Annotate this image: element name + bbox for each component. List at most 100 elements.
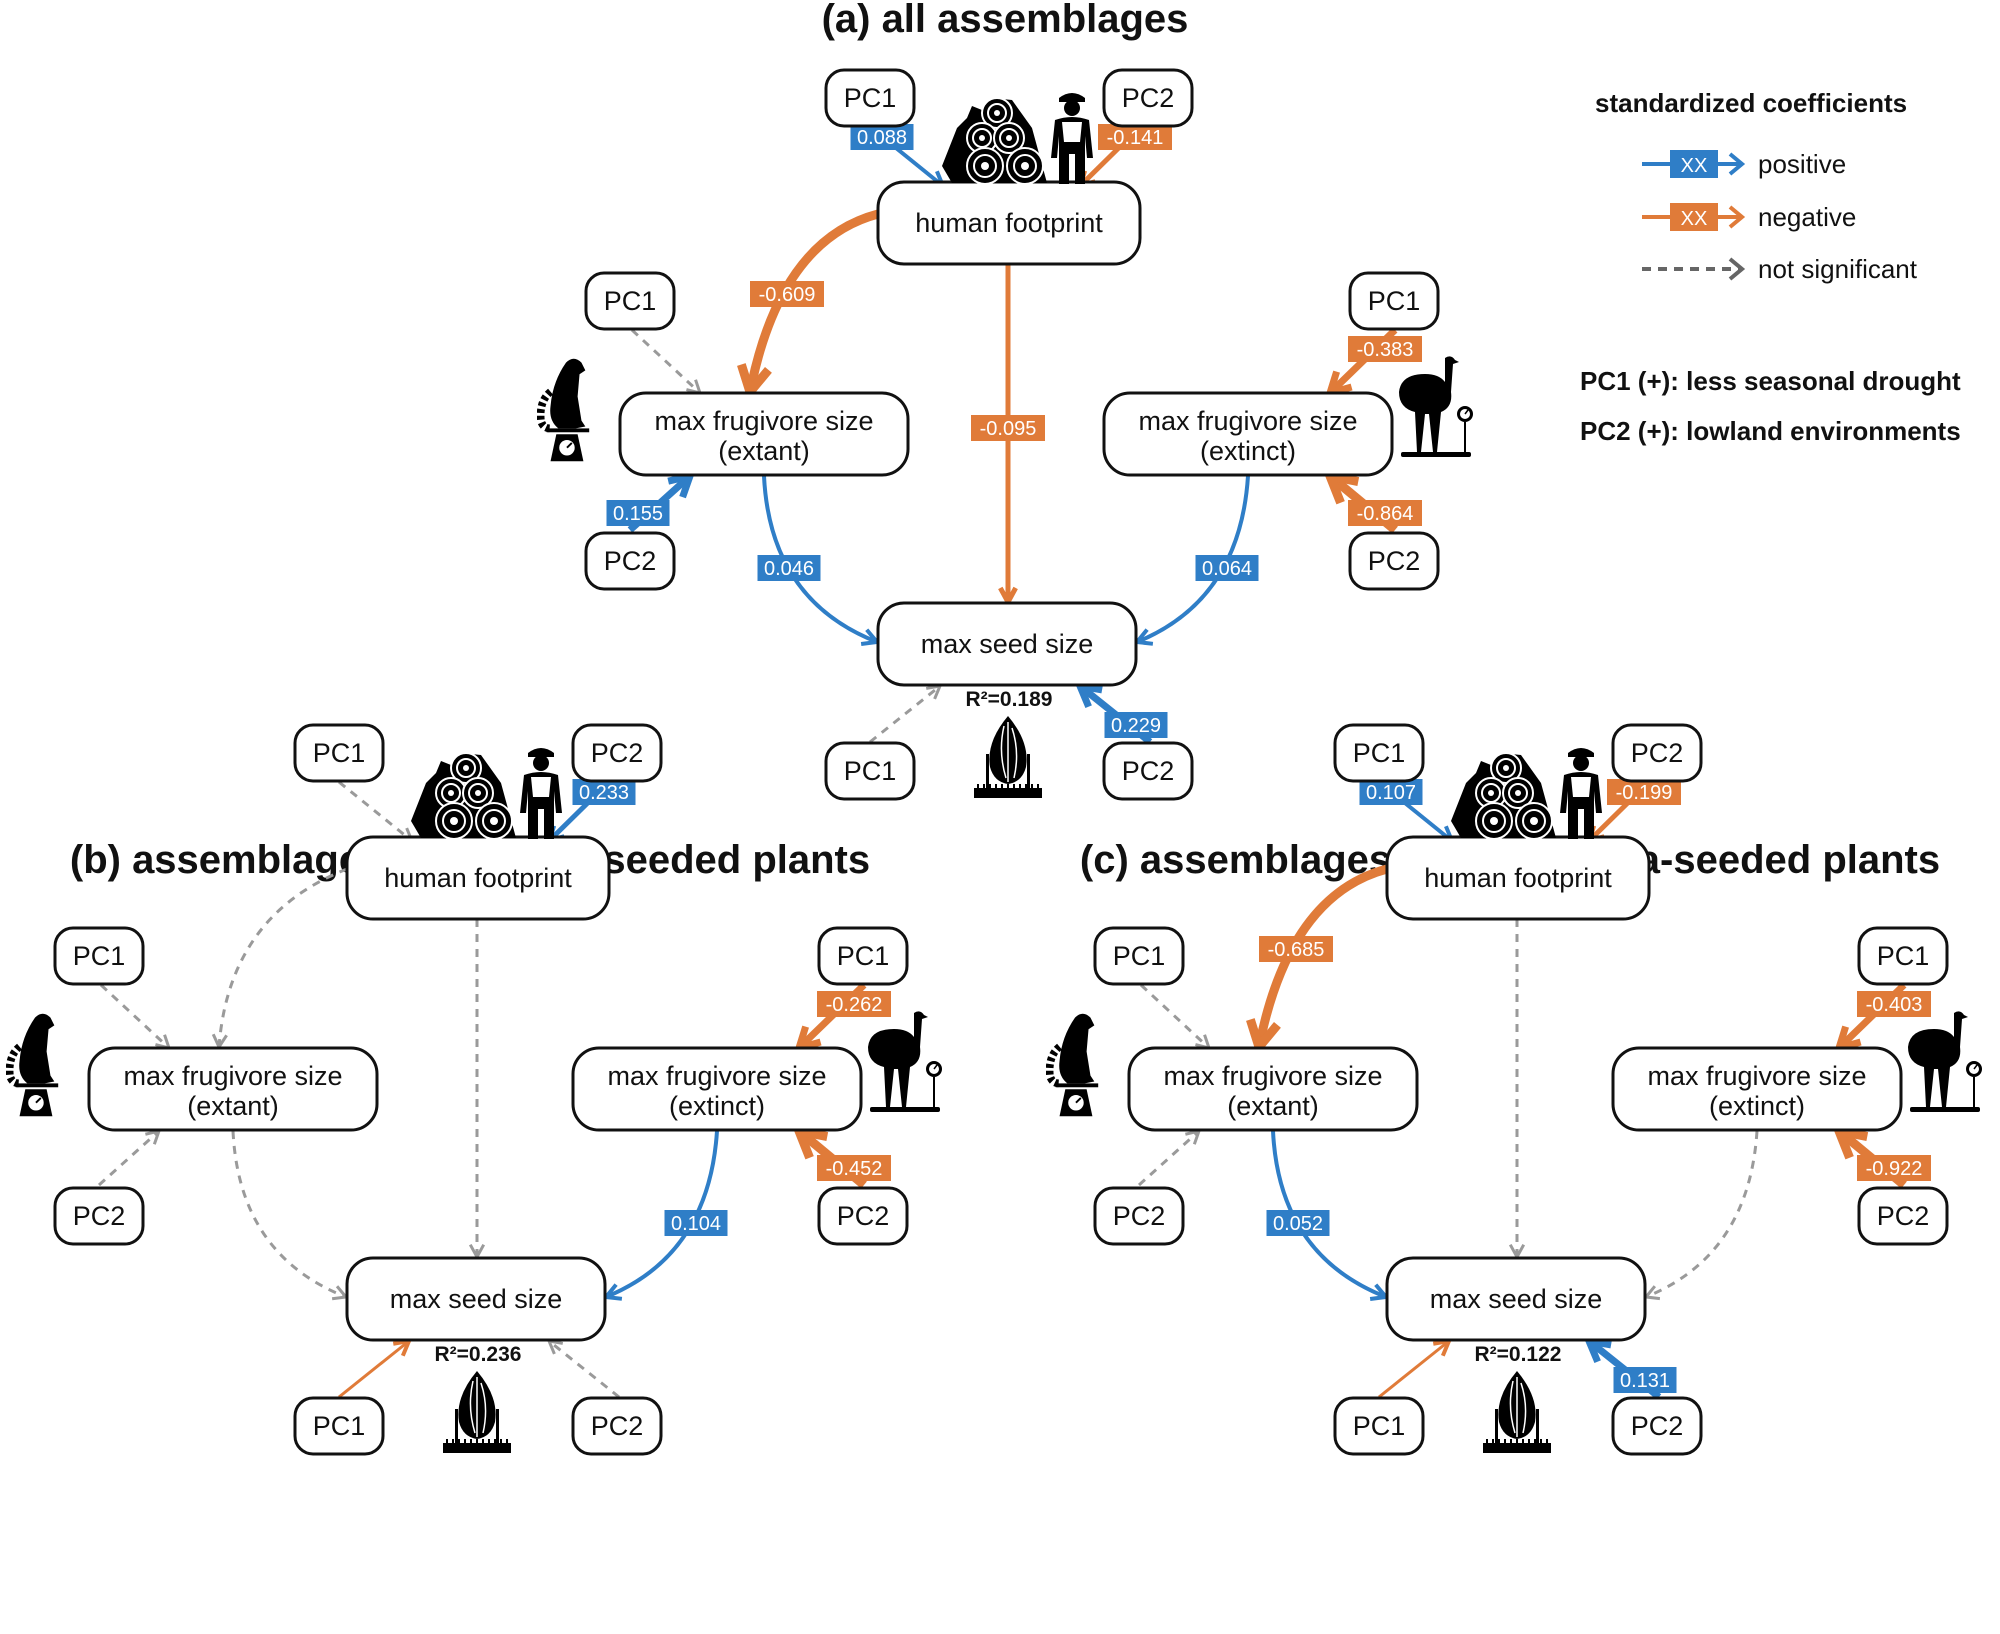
pc-node-pc1-seed: PC1: [293, 1396, 385, 1456]
pc-node-pc2-seed: PC2: [1611, 1396, 1703, 1456]
pc-node-pc1-extant: PC1: [1093, 926, 1185, 986]
path-pc2-to-seed: [546, 1339, 620, 1399]
path-line: [1137, 1129, 1201, 1187]
path-pc2-to-seed: 0.229: [1074, 681, 1168, 745]
path-pc2-to-extinct: -0.922: [1831, 1125, 1931, 1189]
path-pc1-to-extant: [1139, 983, 1212, 1051]
pc-label: PC1: [1368, 286, 1421, 316]
path-line: [217, 867, 348, 1048]
coefficient-value: -0.383: [1357, 339, 1414, 361]
path-extinct-to-seed: 0.064: [1133, 475, 1259, 646]
node-frugivore-extinct: max frugivore size(extinct): [1611, 1046, 1903, 1132]
coefficient-value: -0.262: [826, 994, 883, 1016]
coefficient-value: -0.403: [1866, 994, 1923, 1016]
pc-node-pc1-extinct: PC1: [817, 926, 909, 986]
coefficient-value: -0.685: [1268, 939, 1325, 961]
pc-node-pc1-human: PC1: [824, 68, 916, 128]
node-label: max seed size: [390, 1284, 563, 1314]
node-label-line1: max frugivore size: [1138, 406, 1357, 436]
legend-item-negative: XX negative: [1642, 202, 1856, 232]
pc-node-pc1-extinct: PC1: [1857, 926, 1949, 986]
legend-item-positive: XX positive: [1642, 149, 1846, 179]
pc-node-pc2-seed: PC2: [1102, 741, 1194, 801]
coefficient-value: 0.046: [764, 558, 814, 580]
pc-node-pc2-extant: PC2: [584, 531, 676, 591]
legend-swatch-label: XX: [1681, 155, 1708, 177]
path-pc1-to-extinct: -0.262: [793, 982, 891, 1054]
coefficient-badge: [1613, 1367, 1677, 1393]
node-label: max seed size: [1430, 1284, 1603, 1314]
coefficient-value: 0.155: [613, 503, 663, 525]
coefficient-value: -0.922: [1866, 1158, 1923, 1180]
pc-label: PC1: [1353, 738, 1406, 768]
pc-label: PC1: [1877, 941, 1930, 971]
logs-and-worker-icon: [941, 92, 1094, 185]
legend-label-not-significant: not significant: [1758, 254, 1918, 284]
r-squared-value: R²=0.122: [1475, 1343, 1562, 1366]
path-extinct-to-seed: 0.104: [602, 1130, 728, 1301]
pc-node-pc2-extinct: PC2: [1857, 1186, 1949, 1246]
node-label: human footprint: [384, 863, 572, 893]
pc-node-pc1-extant: PC1: [584, 271, 676, 331]
pc-label: PC2: [591, 1411, 644, 1441]
coefficient-value: 0.064: [1202, 558, 1252, 580]
pc-label: PC1: [837, 941, 890, 971]
node-label: human footprint: [1424, 863, 1612, 893]
coefficient-badge: [572, 779, 636, 805]
pc-node-pc1-extinct: PC1: [1348, 271, 1440, 331]
pc-node-pc2-extinct: PC2: [1348, 531, 1440, 591]
coefficient-badge: [1348, 500, 1422, 526]
pc-label: PC1: [844, 83, 897, 113]
path-pc2-to-extant: [97, 1128, 162, 1187]
moa-with-scale-icon: [867, 1010, 943, 1113]
pc-node-pc2-extant: PC2: [53, 1186, 145, 1246]
lemur-on-scale-icon: [10, 1014, 59, 1116]
legend-swatch-label: XX: [1681, 208, 1708, 230]
panel-c: (c) assemblages without mega-seeded plan…: [1050, 723, 1983, 1456]
pc-label: PC1: [1113, 941, 1166, 971]
seed-on-ruler-icon: [973, 715, 1043, 799]
path-line: [869, 684, 941, 744]
legend-item-not-significant: not significant: [1642, 254, 1918, 284]
pc-label: PC1: [73, 941, 126, 971]
node-label: human footprint: [915, 208, 1103, 238]
node-frugivore-extant: max frugivore size(extant): [87, 1046, 379, 1132]
node-seed-size: max seed size: [876, 601, 1138, 687]
pc-label: PC2: [1113, 1201, 1166, 1231]
pc-node-pc1-human: PC1: [1333, 723, 1425, 783]
node-label-line2: (extinct): [1709, 1091, 1805, 1121]
path-pc2-to-extinct: -0.864: [1322, 470, 1422, 534]
pc-label: PC2: [837, 1201, 890, 1231]
pc-label: PC2: [1877, 1201, 1930, 1231]
pc-label: PC2: [1631, 738, 1684, 768]
path-pc2-to-extinct: -0.452: [791, 1125, 891, 1189]
panels: (a) all assemblages0.088-0.141-0.609-0.0…: [10, 0, 1983, 1456]
pc-label: PC1: [844, 756, 897, 786]
path-line: [1378, 1339, 1450, 1399]
pc-label: PC2: [604, 546, 657, 576]
coefficient-value: 0.229: [1111, 715, 1161, 737]
pc-node-pc1-extant: PC1: [53, 926, 145, 986]
coefficient-value: -0.199: [1616, 782, 1673, 804]
path-human-to-extant: [211, 867, 348, 1051]
path-extinct-to-seed: [1643, 1130, 1759, 1301]
coefficient-badge: [1359, 779, 1423, 805]
coefficient-badge: [850, 124, 914, 150]
path-pc1-to-seed: [338, 1338, 413, 1399]
seed-on-ruler-icon: [442, 1370, 512, 1454]
path-pc2-to-seed: 0.131: [1583, 1336, 1677, 1400]
r-squared-value: R²=0.189: [966, 688, 1053, 711]
coefficient-value: 0.052: [1273, 1213, 1323, 1235]
node-label-line1: max frugivore size: [654, 406, 873, 436]
path-line: [338, 780, 413, 843]
coefficient-badge: [757, 555, 821, 581]
path-line: [231, 1130, 347, 1299]
coefficient-badge: [817, 1155, 891, 1181]
coefficient-value: -0.609: [759, 284, 816, 306]
pc-node-pc2-extant: PC2: [1093, 1186, 1185, 1246]
node-frugivore-extinct: max frugivore size(extinct): [571, 1046, 863, 1132]
coefficient-badge: [1195, 555, 1259, 581]
